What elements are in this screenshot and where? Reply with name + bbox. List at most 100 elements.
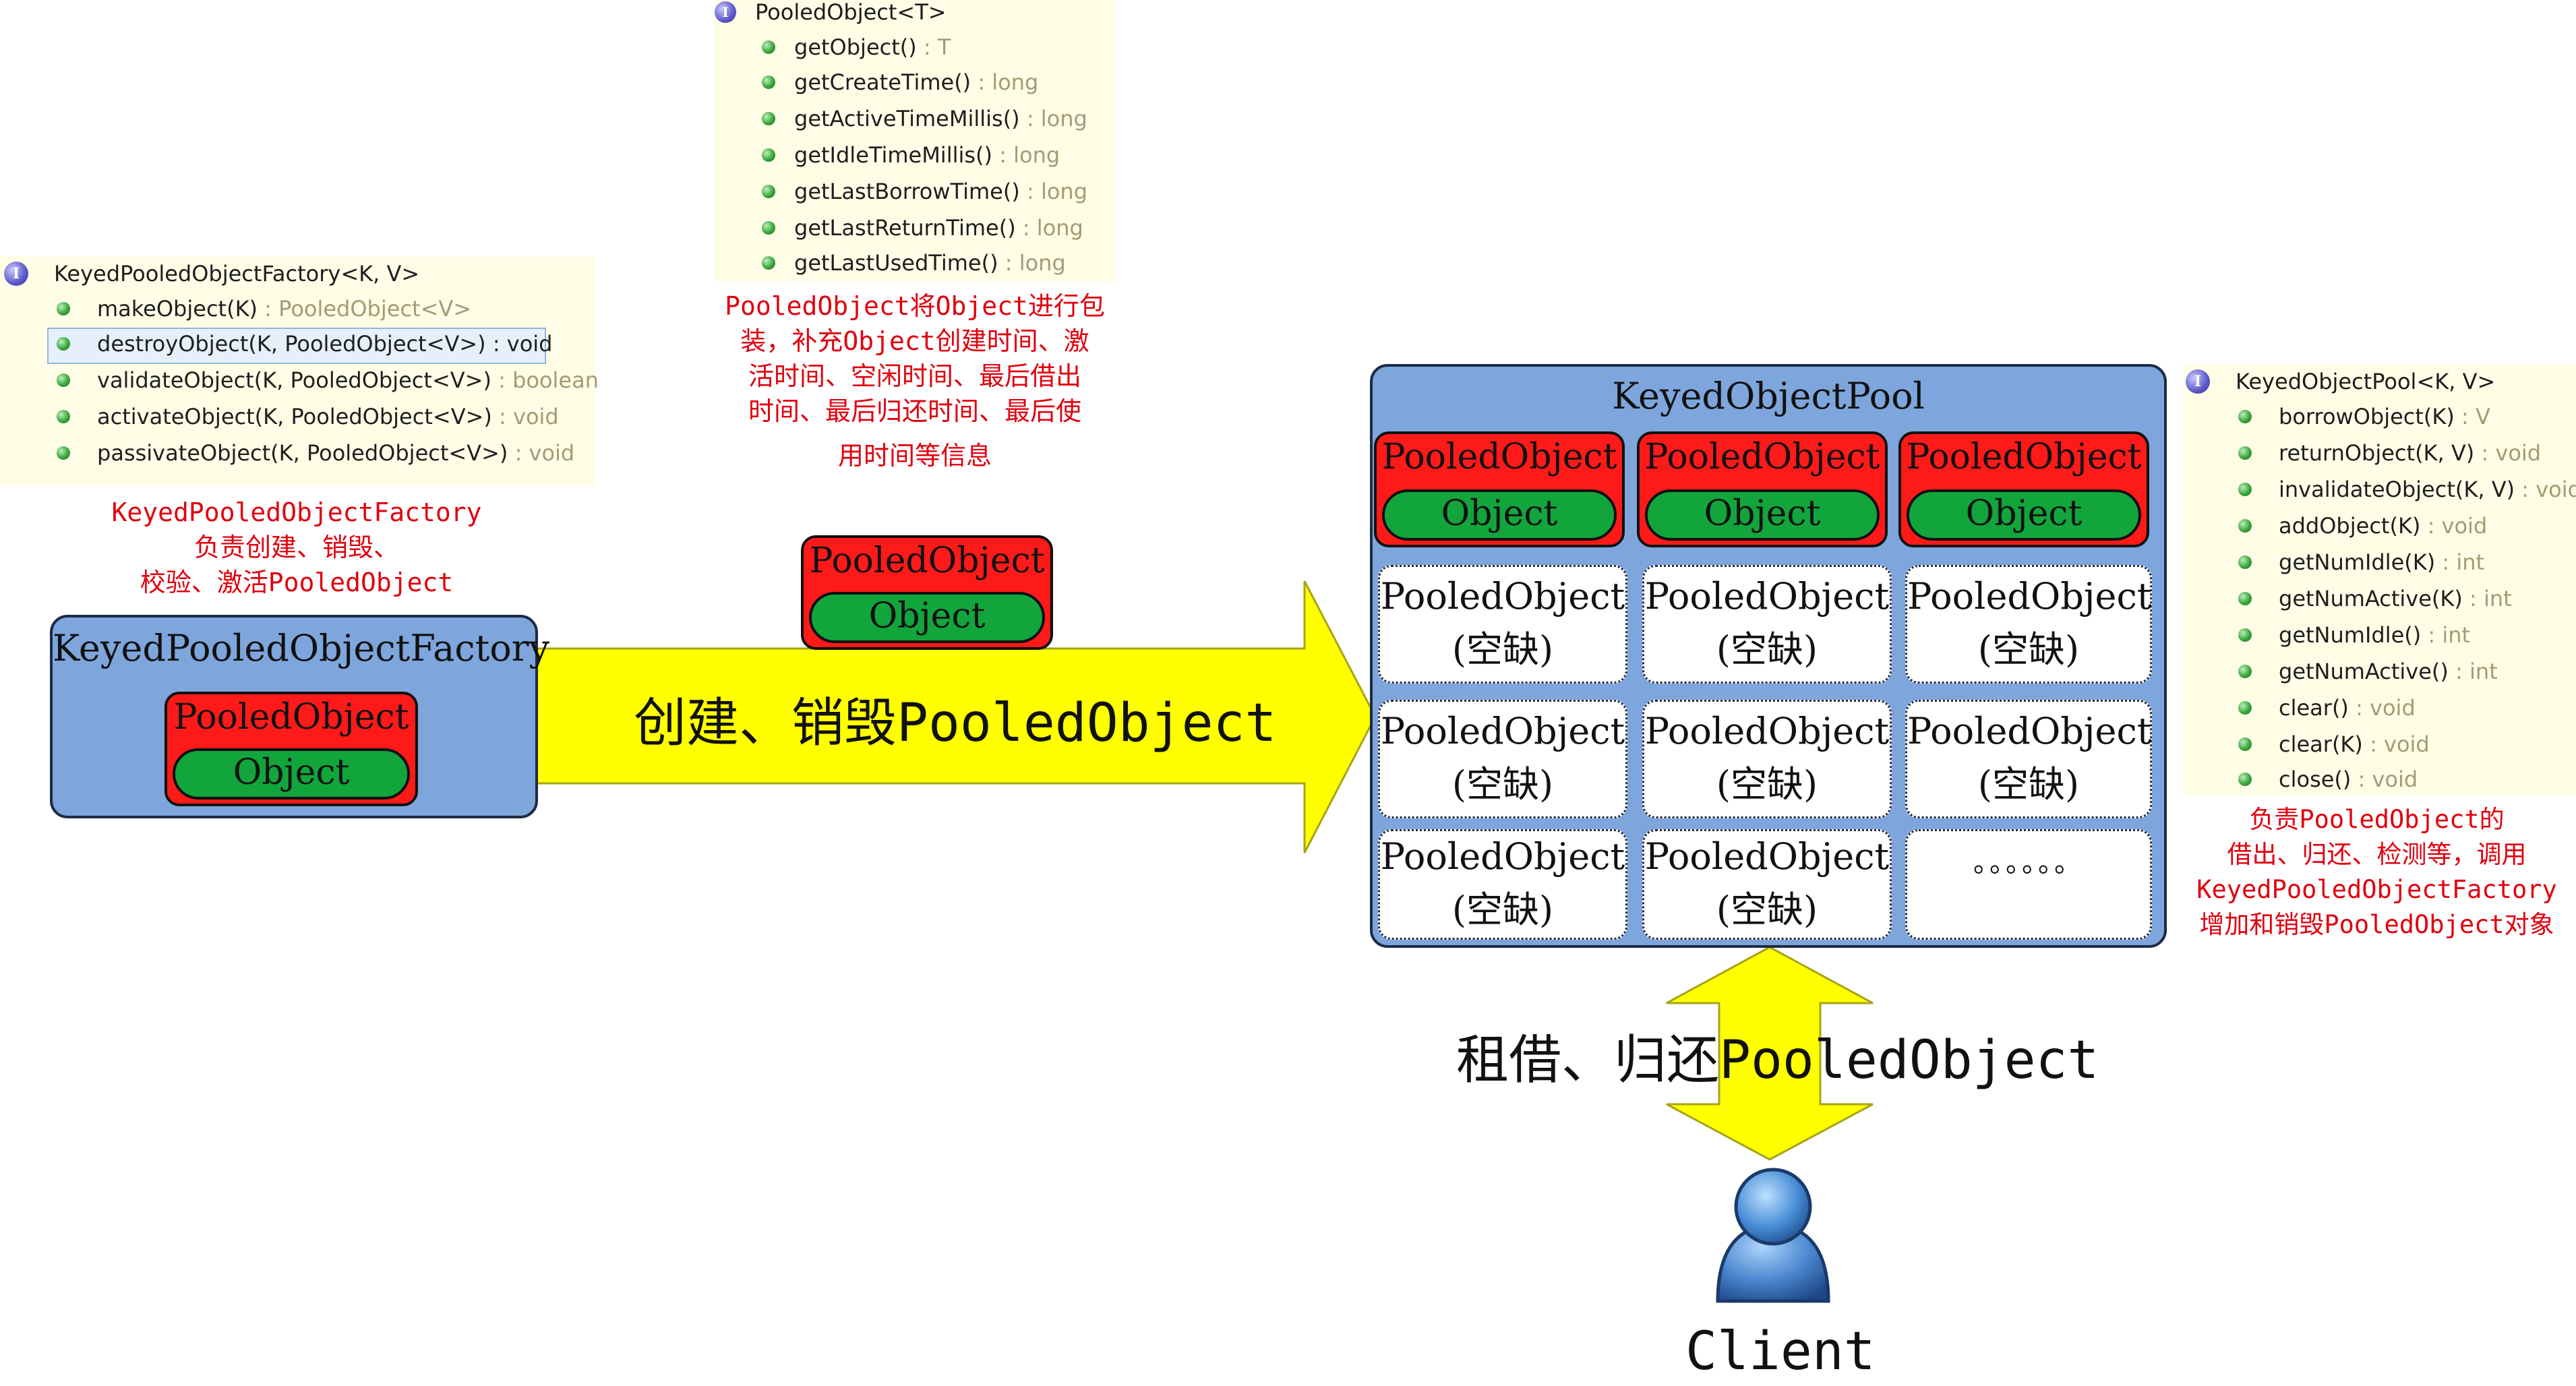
public-method-icon bbox=[2238, 483, 2252, 496]
method-signature: activateObject(K, PooledObject<V>) bbox=[97, 404, 492, 429]
method-row[interactable]: close() : void bbox=[2238, 762, 2418, 797]
public-method-icon bbox=[762, 112, 775, 125]
method-return-type: : int bbox=[2448, 659, 2498, 684]
pool-outline-header: I KeyedObjectPool<K, V> bbox=[2186, 364, 2495, 399]
method-return-type: : long bbox=[971, 69, 1039, 95]
method-return-type: : boolean bbox=[491, 367, 599, 393]
public-method-icon bbox=[762, 76, 775, 89]
method-return-type: : int bbox=[2421, 622, 2471, 648]
method-return-type: : long bbox=[992, 142, 1060, 168]
method-signature: getNumActive() bbox=[2279, 659, 2449, 684]
method-row[interactable]: getNumIdle() : int bbox=[2238, 617, 2470, 653]
empty-slot-label: PooledObject bbox=[1907, 575, 2152, 617]
method-signature: getLastUsedTime() bbox=[794, 250, 998, 276]
public-method-icon bbox=[2238, 665, 2252, 678]
method-row[interactable]: activateObject(K, PooledObject<V>) : voi… bbox=[57, 399, 559, 434]
public-method-icon bbox=[57, 302, 70, 315]
pooled-object-outline-panel: I PooledObject<T> getObject() : T getCre… bbox=[715, 0, 1115, 282]
ellipsis-label: 。。。。。。 bbox=[1973, 847, 2084, 878]
method-return-type: : void bbox=[2515, 477, 2576, 502]
method-row-selected[interactable]: destroyObject(K, PooledObject<V>) : void bbox=[57, 326, 552, 361]
method-row[interactable]: getNumActive(K) : int bbox=[2238, 581, 2512, 616]
method-row[interactable]: getLastUsedTime() : long bbox=[762, 245, 1066, 280]
public-method-icon bbox=[762, 221, 775, 235]
empty-slot: PooledObject (空缺) bbox=[1378, 700, 1627, 818]
note-line: 校验、激活PooledObject bbox=[140, 568, 454, 597]
method-return-type: : int bbox=[2435, 549, 2485, 575]
method-signature: destroyObject(K, PooledObject<V>) : void bbox=[97, 331, 553, 357]
method-row[interactable]: getLastBorrowTime() : long bbox=[762, 174, 1087, 209]
method-row[interactable]: getNumActive() : int bbox=[2238, 654, 2498, 689]
method-row[interactable]: invalidateObject(K, V) : void bbox=[2238, 472, 2576, 507]
client-person-icon bbox=[1716, 1168, 1830, 1303]
empty-slot-status: (空缺) bbox=[1451, 628, 1554, 671]
method-signature: getCreateTime() bbox=[794, 69, 971, 95]
more-slots: 。。。。。。 bbox=[1905, 829, 2152, 940]
note-line: 增加和销毁PooledObject对象 bbox=[2199, 910, 2554, 939]
public-method-icon bbox=[762, 40, 775, 54]
method-signature: passivateObject(K, PooledObject<V>) bbox=[97, 440, 508, 466]
empty-slot: PooledObject (空缺) bbox=[1378, 829, 1627, 940]
method-row[interactable]: getObject() : T bbox=[762, 30, 951, 65]
method-row[interactable]: getLastReturnTime() : long bbox=[762, 210, 1083, 245]
note-line: 借出、归还、检测等，调用 bbox=[2227, 840, 2527, 869]
empty-slot-status: (空缺) bbox=[1451, 763, 1554, 806]
method-signature: returnObject(K, V) bbox=[2279, 440, 2475, 466]
method-return-type: : long bbox=[1019, 179, 1087, 204]
empty-slot: PooledObject (空缺) bbox=[1642, 700, 1892, 818]
object-pill: Object bbox=[173, 748, 410, 800]
method-row[interactable]: addObject(K) : void bbox=[2238, 508, 2487, 543]
method-signature: getIdleTimeMillis() bbox=[794, 142, 992, 168]
method-signature: clear() bbox=[2279, 695, 2349, 721]
method-row[interactable]: getCreateTime() : long bbox=[762, 65, 1038, 100]
method-return-type: : void bbox=[491, 404, 559, 429]
public-method-icon bbox=[2238, 410, 2252, 423]
method-row[interactable]: clear(K) : void bbox=[2238, 727, 2430, 762]
note-line: 负责PooledObject的 bbox=[2249, 805, 2505, 834]
method-return-type: : void bbox=[2362, 731, 2430, 757]
empty-slot-label: PooledObject bbox=[1907, 710, 2152, 752]
pooled-object-label: PooledObject bbox=[173, 697, 409, 737]
factory-box: KeyedPooledObjectFactory PooledObject Ob… bbox=[50, 615, 549, 818]
note-line: PooledObject将Object进行包 bbox=[725, 291, 1105, 321]
method-row[interactable]: validateObject(K, PooledObject<V>) : boo… bbox=[57, 363, 599, 398]
empty-slot-status: (空缺) bbox=[1716, 888, 1818, 931]
method-signature: getNumIdle(K) bbox=[2279, 549, 2436, 575]
empty-slot-label: PooledObject bbox=[1380, 710, 1625, 752]
empty-slot-status: (空缺) bbox=[1716, 628, 1818, 671]
method-row[interactable]: makeObject(K) : PooledObject<V> bbox=[57, 291, 471, 326]
method-row[interactable]: borrowObject(K) : V bbox=[2238, 399, 2490, 434]
pooled-object: PooledObject Object bbox=[164, 692, 418, 806]
method-return-type: : long bbox=[1019, 106, 1087, 131]
method-row[interactable]: returnObject(K, V) : void bbox=[2238, 435, 2541, 471]
method-signature: makeObject(K) bbox=[97, 296, 258, 322]
public-method-icon bbox=[2238, 446, 2252, 460]
factory-note: KeyedPooledObjectFactory 负责创建、销毁、 校验、激活P… bbox=[81, 495, 512, 600]
pooled-object-label: PooledObject bbox=[1381, 437, 1617, 477]
method-row[interactable]: getIdleTimeMillis() : long bbox=[762, 138, 1060, 173]
method-row[interactable]: clear() : void bbox=[2238, 690, 2416, 725]
method-return-type: : void bbox=[2420, 513, 2488, 539]
note-line: 活时间、空闲时间、最后借出 bbox=[748, 361, 1081, 391]
method-row[interactable]: getActiveTimeMillis() : long bbox=[762, 101, 1087, 136]
empty-slot-status: (空缺) bbox=[1451, 888, 1554, 931]
note-line: KeyedPooledObjectFactory bbox=[111, 498, 482, 527]
method-return-type: : long bbox=[998, 250, 1066, 276]
borrow-return-arrow bbox=[1666, 946, 1874, 1161]
note-line: KeyedPooledObjectFactory bbox=[2196, 875, 2557, 904]
method-row[interactable]: passivateObject(K, PooledObject<V>) : vo… bbox=[57, 435, 574, 471]
method-row[interactable]: getNumIdle(K) : int bbox=[2238, 545, 2484, 580]
method-signature: getNumActive(K) bbox=[2279, 586, 2463, 611]
empty-slot-label: PooledObject bbox=[1380, 835, 1625, 878]
empty-slot: PooledObject (空缺) bbox=[1642, 565, 1892, 684]
client-label: Client bbox=[1685, 1321, 1876, 1382]
object-pill: Object bbox=[1645, 489, 1880, 541]
pool-outline-panel: I KeyedObjectPool<K, V> borrowObject(K) … bbox=[2183, 364, 2576, 795]
pooled-object-outline-title: PooledObject<T> bbox=[755, 0, 947, 25]
public-method-icon bbox=[57, 337, 70, 351]
public-method-icon bbox=[2238, 628, 2252, 642]
note-line: 装，补充Object创建时间、激 bbox=[740, 326, 1089, 356]
object-pill: Object bbox=[1382, 489, 1617, 541]
method-return-type: : long bbox=[1015, 215, 1083, 241]
